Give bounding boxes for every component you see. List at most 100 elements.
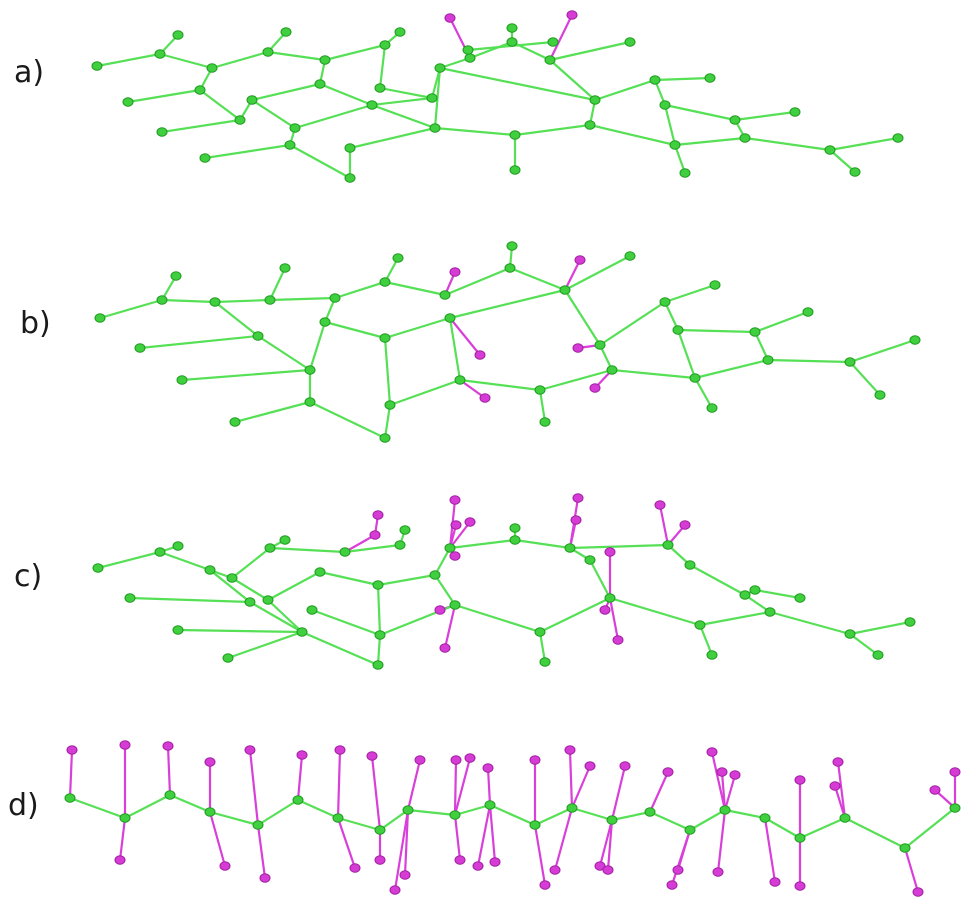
carbon-atom [264, 295, 276, 305]
carbon-atom [329, 293, 341, 303]
carbon-atom [689, 373, 701, 383]
carbon-bond [843, 816, 907, 850]
carbon-bond [230, 546, 272, 580]
carbon-bond [768, 610, 852, 636]
carbon-bond [848, 620, 912, 636]
carbon-atom [434, 63, 446, 73]
carbon-atom [904, 617, 916, 627]
carbon-atom [170, 271, 182, 281]
carbon-atom [789, 107, 801, 117]
carbon-bond [688, 808, 727, 832]
carbon-bond [648, 810, 692, 832]
substituent-bond [370, 754, 382, 832]
carbon-bond [160, 298, 217, 304]
carbon-atom [394, 540, 406, 550]
carbon-bond [563, 254, 632, 292]
substituent-bond [68, 748, 74, 800]
carbon-bond [663, 103, 737, 122]
carbon-bond [406, 808, 457, 817]
molecule-panel-c [92, 493, 916, 670]
substituent-bond [608, 596, 620, 642]
carbon-atom [399, 525, 411, 535]
carbon-atom [709, 280, 721, 290]
carbon-bond [213, 298, 272, 304]
carbon-bond [688, 563, 747, 597]
substituent-atom [414, 755, 426, 765]
carbon-atom [124, 593, 136, 603]
carbon-bond [95, 52, 162, 68]
carbon-bond [318, 570, 380, 587]
substituent-bond [453, 756, 472, 817]
carbon-atom [706, 403, 718, 413]
carbon-atom [539, 417, 551, 427]
substituent-atom [794, 881, 806, 891]
carbon-bond [333, 280, 387, 300]
carbon-atom [684, 825, 696, 835]
carbon-bond [488, 803, 537, 827]
carbon-atom [449, 810, 461, 820]
carbon-atom [739, 133, 751, 143]
carbon-bond [376, 573, 437, 587]
substituent-atom [666, 880, 678, 890]
carbon-bond [310, 608, 382, 637]
substituent-bond [443, 603, 457, 650]
carbon-atom [749, 327, 761, 337]
carbon-bond [96, 550, 162, 570]
carbon-atom [762, 355, 774, 365]
carbon-bond [233, 400, 312, 424]
substituent-bond [568, 748, 574, 810]
carbon-atom [319, 55, 331, 65]
panel-label-a: a) [14, 55, 44, 90]
substituent-bond [406, 758, 422, 812]
carbon-atom [279, 535, 291, 545]
carbon-atom [64, 793, 76, 803]
carbon-atom [794, 593, 806, 603]
carbon-bond [448, 316, 462, 382]
carbon-atom [679, 168, 691, 178]
substituent-bond [296, 753, 304, 802]
substituent-atom [479, 393, 491, 403]
carbon-bond [743, 136, 832, 152]
carbon-atom [462, 45, 474, 55]
substituent-atom [162, 741, 174, 751]
carbon-bond [533, 806, 574, 827]
carbon-atom [449, 600, 461, 610]
carbon-atom [439, 290, 451, 300]
carbon-atom [402, 805, 414, 815]
carbon-atom [739, 590, 751, 600]
substituent-bond [533, 823, 547, 887]
carbon-atom [606, 815, 618, 825]
carbon-atom [802, 307, 814, 317]
substituent-bond [720, 770, 727, 812]
carbon-bond [198, 88, 242, 122]
substituent-bond [393, 808, 410, 892]
carbon-bond [348, 126, 437, 150]
substituent-atom [489, 857, 501, 867]
carbon-atom [279, 263, 291, 273]
substituent-atom [949, 767, 961, 777]
carbon-atom [172, 541, 184, 551]
substituent-bond [448, 316, 482, 357]
substituent-bond [208, 810, 227, 868]
substituent-bond [723, 773, 737, 812]
carbon-bond [208, 568, 252, 604]
carbon-atom [874, 390, 886, 400]
substituent-atom [594, 861, 606, 871]
carbon-bond [343, 543, 402, 554]
substituent-bond [676, 828, 692, 872]
carbon-atom [119, 813, 131, 823]
carbon-atom [509, 165, 521, 175]
carbon-atom [849, 167, 861, 177]
substituent-atom [832, 757, 844, 767]
carbon-bond [268, 296, 337, 302]
carbon-bond [588, 558, 612, 600]
substituent-bond [833, 784, 847, 820]
carbon-atom [164, 790, 176, 800]
carbon-atom [264, 543, 276, 553]
carbon-atom [559, 285, 571, 295]
carbon-bond [753, 310, 810, 334]
carbon-bond [68, 796, 127, 820]
carbon-atom [544, 55, 556, 65]
substituent-bond [658, 503, 670, 547]
carbon-atom [284, 140, 296, 150]
